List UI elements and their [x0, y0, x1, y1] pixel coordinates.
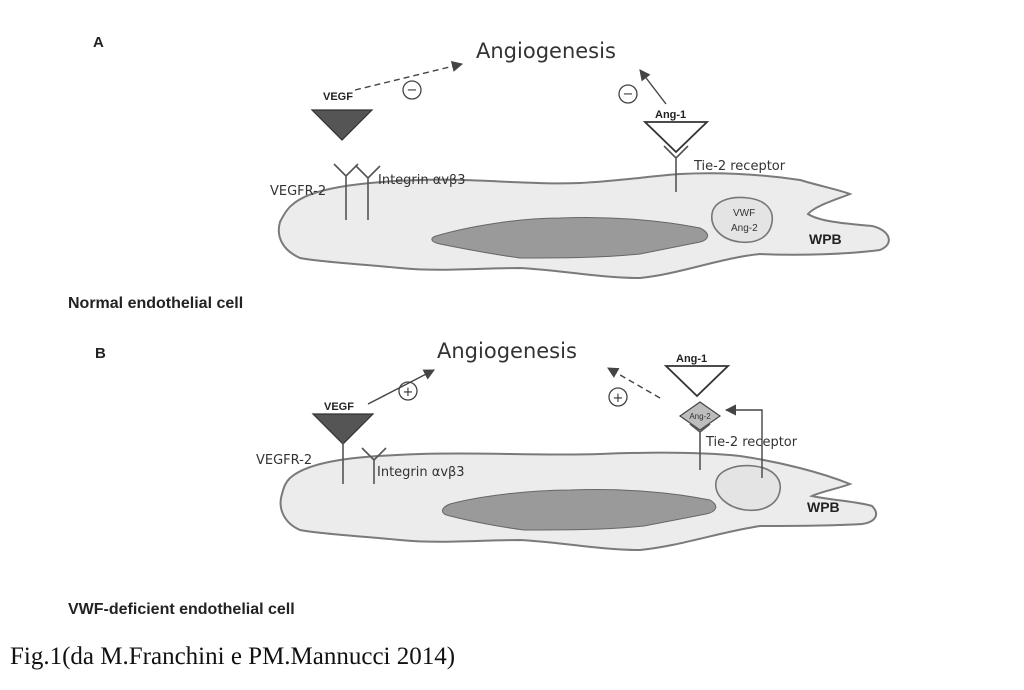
- panel-a-vegf-arrow: [354, 60, 464, 91]
- panel-b-ang-arrow: [607, 367, 661, 399]
- panel-a-sign-right-text: −: [623, 87, 634, 102]
- panel-a-wpb-granule: [711, 196, 774, 244]
- panel-b-integrin-label: Integrin αvβ3: [377, 465, 465, 480]
- panel-b-ang2-ligand: [678, 401, 722, 431]
- panel-a: A Angiogenesis VWF Ang-2 WPB VEGF VEGFR-…: [68, 34, 890, 312]
- panel-b-wpb-label: WPB: [807, 499, 840, 515]
- panel-b-ang2-release-arrow: [724, 404, 763, 478]
- panel-a-letter: A: [93, 34, 104, 51]
- panel-a-vegfr2-label: VEGFR-2: [270, 184, 326, 199]
- panel-a-wpb-vwf-label: VWF: [733, 208, 755, 219]
- panel-a-vegf-label: VEGF: [323, 91, 353, 103]
- panel-b-angiogenesis-label: Angiogenesis: [437, 339, 577, 363]
- panel-b-tie2-label: Tie-2 receptor: [705, 435, 798, 450]
- panel-b-vegf-label: VEGF: [324, 401, 354, 413]
- panel-b-integrin-receptor: [361, 447, 387, 484]
- panel-b-vegf-ligand: [311, 413, 375, 445]
- panel-a-caption: Normal endothelial cell: [68, 295, 243, 312]
- panel-b-sign-left: +: [398, 381, 418, 401]
- panel-a-sign-left: −: [402, 80, 422, 100]
- panel-a-vegf-ligand: [310, 109, 374, 141]
- figure-caption: Fig.1(da M.Franchini e PM.Mannucci 2014): [10, 643, 455, 670]
- panel-a-sign-left-text: −: [407, 83, 418, 98]
- panel-b-letter: B: [95, 345, 106, 362]
- panel-a-ang1-arrow: [639, 69, 667, 105]
- panel-b-tie2-receptor: [689, 423, 711, 470]
- panel-a-wpb-ang2-label: Ang-2: [731, 223, 758, 234]
- panel-a-integrin-receptor: [355, 165, 381, 220]
- panel-b-sign-right-text: +: [613, 391, 624, 406]
- panel-a-tie2-label: Tie-2 receptor: [693, 159, 786, 174]
- panel-b-vegfr2-label: VEGFR-2: [256, 453, 312, 468]
- panel-b-vegfr2-receptor: [319, 417, 367, 484]
- panel-a-integrin-label: Integrin αvβ3: [378, 173, 466, 188]
- panel-b-ang2-label: Ang-2: [689, 412, 711, 421]
- panel-b-ang1-ligand: [663, 365, 731, 398]
- panel-b-sign-right: +: [608, 387, 628, 407]
- panel-a-nucleus: [431, 216, 708, 259]
- panel-a-sign-right: −: [618, 84, 638, 104]
- panel-a-angiogenesis-label: Angiogenesis: [476, 39, 616, 63]
- panel-a-ang1-ligand: [642, 121, 710, 154]
- panel-b-sign-left-text: +: [403, 385, 414, 400]
- panel-a-ang1-label: Ang-1: [655, 109, 686, 121]
- panel-b-nucleus: [442, 488, 717, 531]
- panel-b-wpb-granule: [715, 464, 781, 512]
- panel-b-vegf-arrow: [367, 369, 435, 405]
- panel-b: B Angiogenesis WPB VEGF VEGFR-2 Integrin…: [68, 339, 878, 618]
- panel-b-caption: VWF-deficient endothelial cell: [68, 601, 295, 618]
- panel-a-tie2-receptor: [663, 145, 689, 192]
- panel-a-wpb-label: WPB: [809, 231, 842, 247]
- panel-b-ang1-label: Ang-1: [676, 353, 707, 365]
